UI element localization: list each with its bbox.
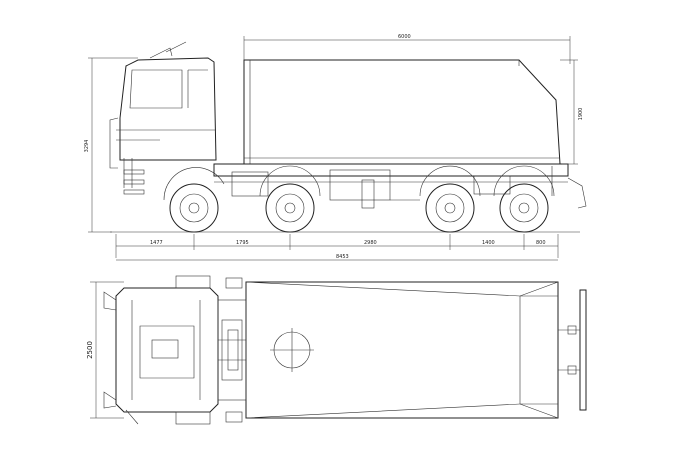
- wheels-side: [163, 165, 555, 233]
- dim-wheelbase-3-label: 2980: [364, 240, 377, 246]
- dim-axle-chain: 1477 1795 2980 1400 800: [115, 234, 559, 258]
- dim-overall-height: 3294: [84, 57, 138, 233]
- dim-body-length: 6000: [243, 34, 571, 64]
- dim-overall-length-label: 8453: [336, 254, 349, 260]
- wheel-axle-4: [499, 183, 549, 233]
- dim-overall-width-label: 2500: [86, 341, 94, 359]
- dim-body-height-label: 1900: [578, 108, 584, 121]
- dim-rear-overhang-label: 800: [536, 240, 546, 246]
- wheel-axle-2: [265, 183, 315, 233]
- wheel-axle-3: [425, 183, 475, 233]
- dim-overall-length: 8453: [116, 254, 558, 261]
- cab-top: [103, 275, 219, 425]
- dim-overall-height-label: 3294: [84, 140, 90, 153]
- dim-wheelbase-2-label: 1795: [236, 240, 249, 246]
- side-view: 6000 1900 3294 1477 1795 2980: [84, 34, 587, 261]
- chassis-top: [217, 277, 247, 423]
- dim-body-length-label: 6000: [398, 34, 411, 40]
- tailgate-top: [558, 289, 587, 411]
- dim-overall-width: 2500: [86, 281, 124, 419]
- dump-body-top: [245, 281, 559, 419]
- dump-body-side: [243, 59, 561, 165]
- cab-side: [109, 41, 217, 195]
- chassis-side: [213, 163, 587, 209]
- dim-body-height: 1900: [560, 59, 584, 165]
- dim-wheelbase-1-label: 1477: [150, 240, 163, 246]
- top-view: 2500: [86, 275, 587, 425]
- dim-wheelbase-4-label: 1400: [482, 240, 495, 246]
- wheel-axle-1: [169, 183, 219, 233]
